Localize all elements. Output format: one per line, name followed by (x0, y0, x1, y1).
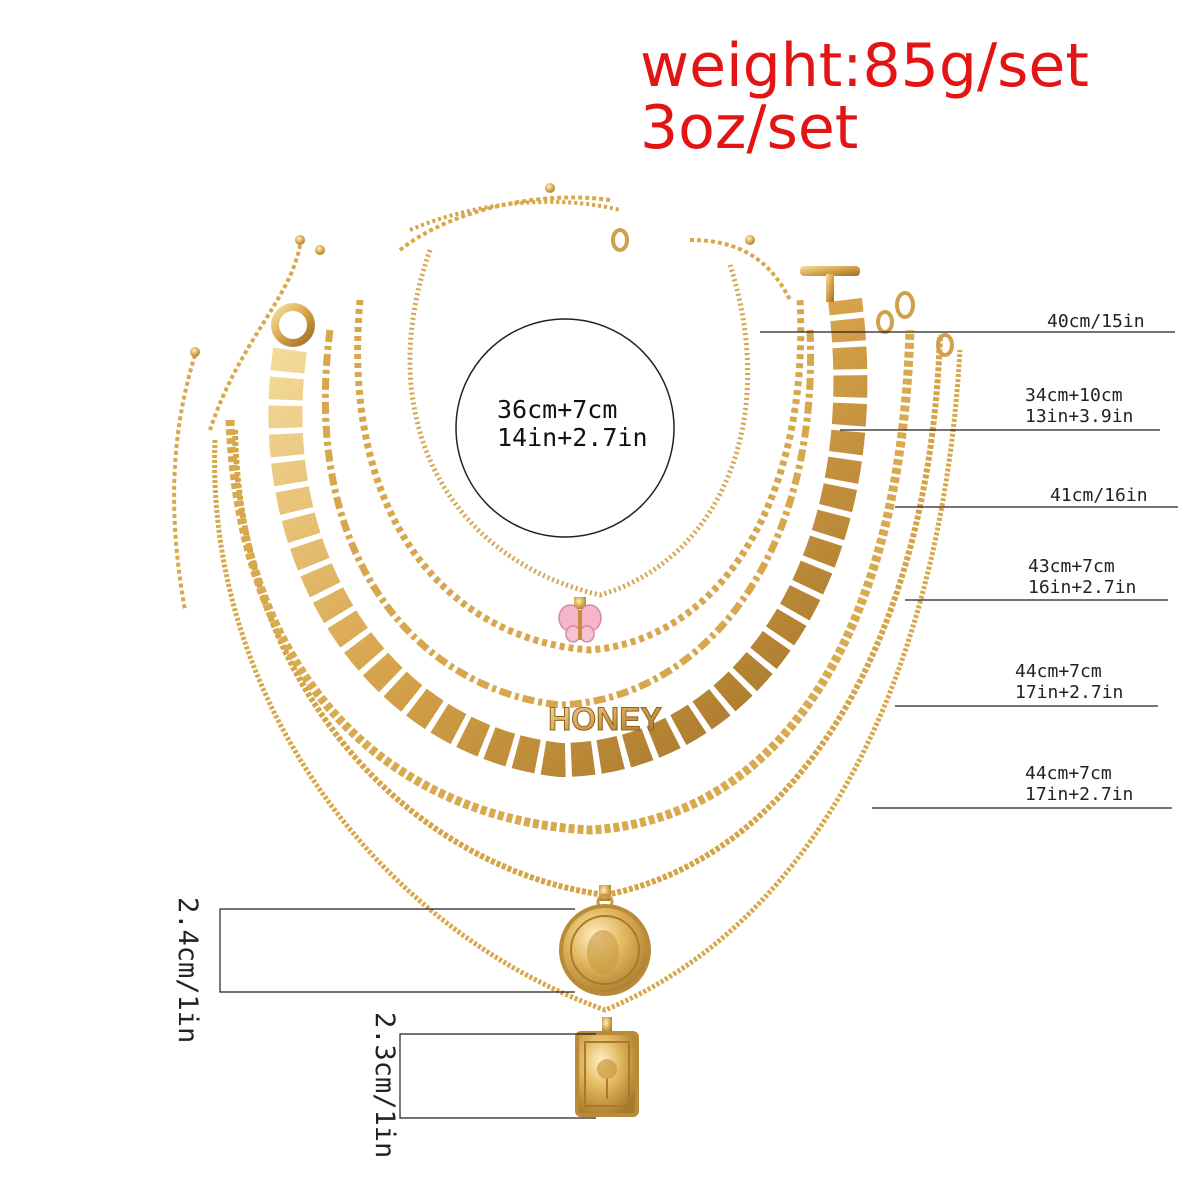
length-label-43cm: 43cm+7cm 16in+2.7in (1028, 556, 1137, 598)
weight-metric-text: weight:85g/set (640, 31, 1089, 101)
lobster-clasp (876, 310, 894, 334)
rect-size-label: 2.3cm/1in (369, 1012, 400, 1159)
weight-imperial-text: 3oz/set (640, 93, 859, 163)
extender-bead (295, 235, 305, 245)
length-label-34cm: 34cm+10cm 13in+3.9in (1025, 385, 1134, 427)
lobster-clasp (611, 228, 629, 252)
extender-bead (545, 183, 555, 193)
chain-curb-medium (225, 329, 915, 835)
extender-bead (190, 347, 200, 357)
chain-cuban (268, 297, 868, 778)
chain-inner-top (409, 199, 621, 232)
butterfly-pendant (558, 597, 602, 643)
extender-left-2 (172, 354, 197, 611)
coin-pendant (559, 885, 651, 996)
coin-size-label: 2.4cm/1in (172, 897, 203, 1044)
callout-circle-label: 36cm+7cm 14in+2.7in (497, 396, 648, 451)
callout-line-1: 36cm+7cm (497, 395, 618, 424)
extender-bead (745, 235, 755, 245)
callout-line-2: 14in+2.7in (497, 422, 648, 452)
length-label-44cm-b: 44cm+7cm 17in+2.7in (1025, 763, 1134, 805)
honey-nameplate: HONEY (548, 701, 662, 737)
chain-long-rect (212, 349, 963, 1013)
rect-size-bracket (399, 1033, 596, 1119)
length-label-44cm-a: 44cm+7cm 17in+2.7in (1015, 661, 1124, 703)
extender-bead (315, 245, 325, 255)
callout-circle (455, 318, 675, 538)
length-label-40cm: 40cm/15in (1047, 311, 1145, 332)
chain-coin (232, 334, 943, 899)
extender-top (398, 195, 611, 252)
coin-size-bracket (219, 908, 575, 993)
lobster-clasp (936, 333, 954, 357)
chain-figaro (322, 329, 815, 709)
extender-right (689, 238, 792, 301)
toggle-bar-clasp (800, 266, 860, 276)
rect-rose-pendant (575, 1017, 639, 1117)
chain-rolo (354, 299, 805, 654)
length-label-41cm: 41cm/16in (1050, 485, 1148, 506)
dimension-lines (219, 318, 1178, 1119)
o-ring-clasp (271, 303, 315, 347)
lobster-clasp (895, 291, 915, 319)
